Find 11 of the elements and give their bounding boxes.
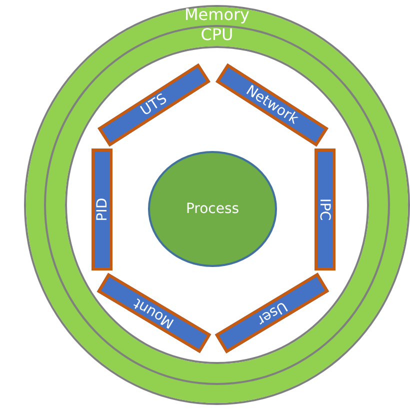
- ring-label: Memory: [183, 6, 251, 24]
- namespace-bar: [92, 148, 112, 270]
- outer-ring: [26, 7, 408, 403]
- namespace-bar: [314, 148, 336, 270]
- process-label: Process: [186, 201, 240, 217]
- namespace-label: PID: [94, 197, 110, 221]
- ring-label: CPU: [200, 26, 234, 44]
- inner-ring: [46, 27, 388, 383]
- namespace-label: User: [254, 298, 290, 328]
- namespace-label: UTS: [138, 90, 170, 120]
- namespace-label: IPC: [317, 198, 333, 220]
